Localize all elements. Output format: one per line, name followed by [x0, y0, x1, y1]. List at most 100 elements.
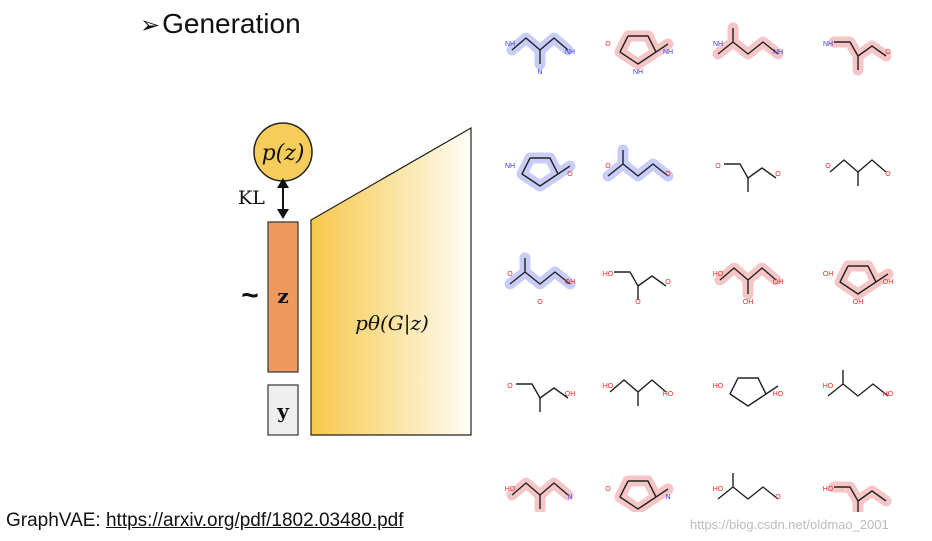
molecule: HO O [713, 473, 781, 501]
molecule: O NH NH [605, 30, 674, 76]
latent-vector [267, 221, 299, 373]
molecule: O OH O [504, 252, 576, 306]
molecule-highlight [504, 266, 576, 290]
citation-prefix: GraphVAE: [6, 510, 106, 531]
atom-label: HO [603, 383, 614, 390]
atom-label: HO [663, 391, 674, 398]
atom-label: NH [713, 41, 723, 48]
atom-label: HO [713, 383, 724, 390]
molecule: HO HO [713, 377, 784, 407]
atom-label: N [567, 494, 572, 501]
condition-label: y [276, 399, 290, 423]
latent-label: z [277, 284, 288, 308]
molecule-bond [655, 488, 669, 498]
atom-label: HO [773, 391, 784, 398]
citation: GraphVAE: https://arxiv.org/pdf/1802.034… [6, 510, 404, 532]
atom-label: O [635, 299, 641, 306]
atom-label: OH [743, 299, 754, 306]
atom-label: O [825, 163, 831, 170]
atom-label: N [537, 69, 542, 76]
sample-tilde: ~ [241, 279, 259, 312]
prior-label: p(z) [262, 141, 305, 166]
molecule-bond [521, 157, 559, 187]
atom-label: O [885, 49, 891, 56]
molecule: HO OH OH [713, 262, 784, 306]
atom-label: NH [505, 41, 515, 48]
molecule: OO [825, 159, 891, 186]
molecule-highlight [712, 36, 784, 60]
atom-label: O [775, 171, 781, 178]
molecule-bond [875, 273, 889, 283]
atom-label: OH [883, 279, 894, 286]
atom-label: NH [565, 49, 575, 56]
atom-label: O [885, 171, 891, 178]
molecule-bond [717, 41, 779, 55]
atom-label: O [665, 279, 671, 286]
kl-label: KL [238, 187, 265, 209]
heading-text: Generation [162, 8, 301, 39]
molecule-highlight [602, 158, 674, 182]
kl-arrow-down-head-icon [277, 209, 289, 219]
atom-label: N [665, 494, 670, 501]
molecule-bond [607, 163, 669, 177]
atom-label: OH [565, 279, 576, 286]
bullet-arrow-icon: ➢ [140, 12, 161, 39]
molecule: ONOH [605, 475, 674, 512]
molecule: OOH [507, 383, 575, 412]
atom-label: HO [823, 486, 834, 493]
molecule-bond [516, 383, 569, 399]
molecule: NH O [505, 152, 576, 192]
atom-label: O [537, 299, 543, 306]
atom-label: HO [883, 391, 894, 398]
molecule-bond [609, 379, 667, 393]
section-heading: ➢Generation [140, 8, 301, 40]
atom-label: NH [773, 49, 783, 56]
watermark: https://blog.csdn.net/oldmao_2001 [690, 517, 889, 532]
atom-label: O [605, 163, 611, 170]
atom-label: NH [663, 49, 673, 56]
atom-label: O [507, 271, 513, 278]
molecule: NH NH N [505, 32, 575, 76]
atom-label: NH [505, 163, 515, 170]
molecule-bond [765, 385, 779, 395]
molecule-bond [509, 271, 571, 285]
atom-label: HO [505, 486, 516, 493]
atom-label: OH [823, 271, 834, 278]
atom-label: HO [713, 486, 724, 493]
graphvae-diagram: p(z) KL z ~ y pθ(G|z) [238, 122, 472, 436]
decoder-label: pθ(G|z) [355, 311, 429, 336]
molecule: HONOH [505, 477, 574, 512]
generated-molecules-grid: NHNHNONHNHNHNHNHONHOOOOOOOOOHOHOOOHOOHOH… [504, 22, 894, 512]
molecule-bond [729, 377, 767, 407]
molecule-bond [614, 271, 667, 287]
atom-label: O [775, 494, 781, 501]
molecule-bond [717, 486, 779, 500]
atom-label: O [605, 486, 611, 493]
molecule: OO [602, 144, 674, 182]
atom-label: O [567, 171, 573, 178]
molecule: OH OH OH [823, 260, 894, 306]
atom-label: NH [823, 41, 833, 48]
atom-label: O [507, 383, 513, 390]
atom-label: O [715, 163, 721, 170]
molecule: NH O [823, 36, 892, 76]
condition-vector [267, 384, 299, 436]
molecule-bond [829, 159, 887, 173]
atom-label: HO [713, 271, 724, 278]
atom-label: O [665, 171, 671, 178]
molecule-bond [839, 265, 877, 295]
molecule-bond [619, 35, 657, 65]
atom-label: NH [633, 69, 643, 76]
molecule-bond [655, 43, 669, 53]
paper-link[interactable]: https://arxiv.org/pdf/1802.03480.pdf [105, 510, 404, 531]
atom-label: O [605, 41, 611, 48]
molecule: HO [823, 481, 892, 512]
atom-label: OH [773, 279, 784, 286]
molecule-bond [557, 165, 571, 175]
molecule: HO HO [603, 379, 674, 406]
atom-label: OH [853, 299, 864, 306]
molecule: OO [715, 163, 781, 192]
molecule-bond [827, 383, 889, 397]
